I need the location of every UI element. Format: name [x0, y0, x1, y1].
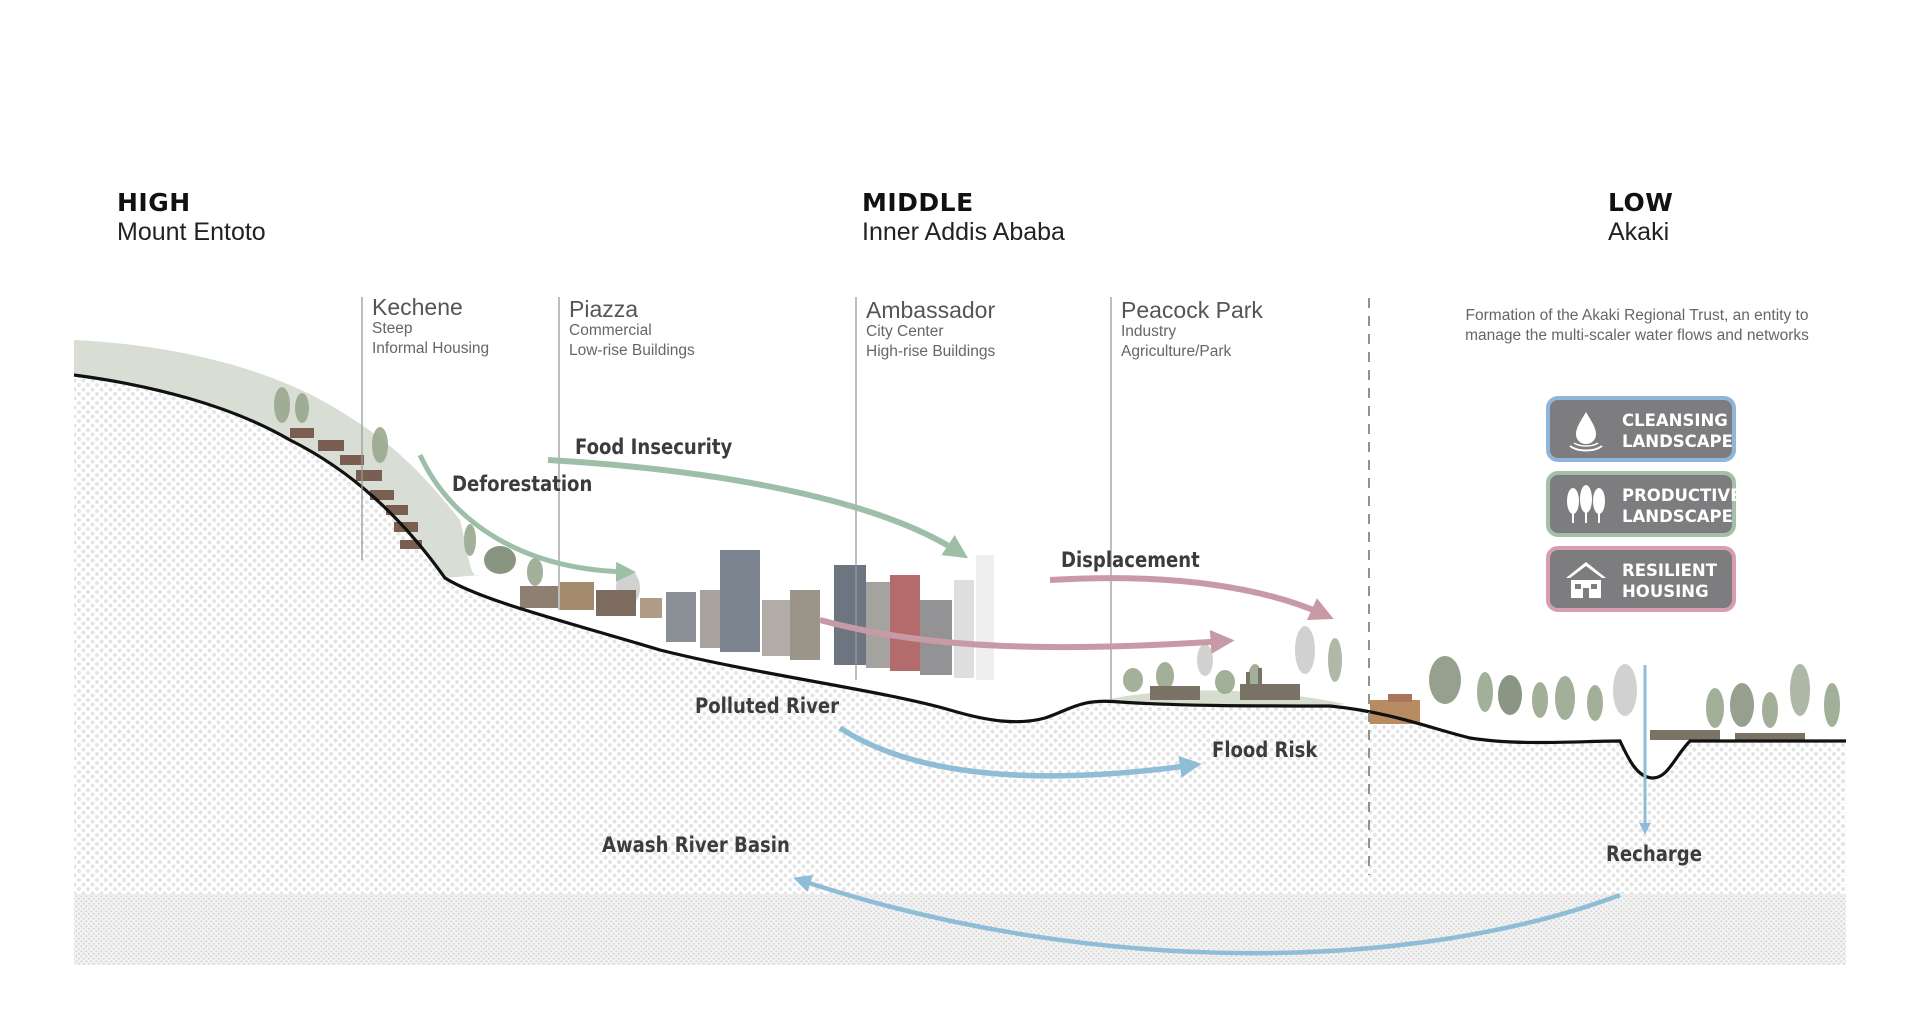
vegetation: [274, 387, 1840, 728]
site-ambassador-line-2: High-rise Buildings: [866, 343, 996, 360]
badge-productive-line-2: LANDSCAPE: [1622, 507, 1733, 526]
food-insecurity-arrow: [547, 457, 969, 559]
issue-food-insecurity-label: Food Insecurity: [575, 435, 733, 459]
ground-profile-line: [73, 373, 1846, 780]
issue-awash-basin-label: Awash River Basin: [602, 833, 790, 857]
site-piazza-name: Piazza: [569, 296, 639, 322]
deforestation-arrow: [417, 453, 636, 582]
badge-cleansing-line-1: CLEANSING: [1622, 411, 1728, 430]
aquifer-band: [74, 895, 1846, 965]
badge-productive-line-1: PRODUCTIVE: [1622, 486, 1742, 505]
site-piazza-line-1: Commercial: [569, 322, 652, 339]
low-rise-buildings: [520, 582, 662, 618]
regional-trust-text: Formation of the Akaki Regional Trust, a…: [1465, 307, 1809, 344]
zone-low-place: Akaki: [1608, 218, 1670, 246]
issue-deforestation-label: Deforestation: [452, 472, 593, 496]
badge-cleansing-landscape: CLEANSING LANDSCAPE: [1546, 396, 1736, 462]
badge-productive-landscape: PRODUCTIVE LANDSCAPE: [1546, 471, 1742, 537]
site-piazza-line-2: Low-rise Buildings: [569, 342, 695, 359]
trees-icon: [1567, 485, 1605, 523]
forest-slope-band: [74, 340, 480, 578]
badge-resilient-label: RESILIENT HOUSING: [1622, 560, 1734, 602]
informal-housing: [290, 428, 422, 549]
zone-middle-place: Inner Addis Ababa: [862, 218, 1065, 246]
site-kechene-name: Kechene: [372, 294, 463, 320]
site-peacock-park-name: Peacock Park: [1121, 297, 1263, 323]
zone-high-place: Mount Entoto: [117, 218, 266, 246]
issue-flood-risk-label: Flood Risk: [1212, 738, 1318, 762]
issue-displacement-label: Displacement: [1061, 548, 1200, 572]
flood-risk-arrow: [838, 725, 1202, 779]
badge-productive-label: PRODUCTIVE LANDSCAPE: [1622, 485, 1742, 527]
site-ambassador-name: Ambassador: [866, 297, 996, 323]
zone-high-title: HIGH: [117, 188, 191, 217]
zone-low-title: LOW: [1608, 188, 1674, 217]
site-peacock-park-line-2: Agriculture/Park: [1121, 343, 1232, 360]
site-kechene-line-1: Steep: [372, 320, 413, 337]
high-rise-city: [666, 550, 994, 680]
displacement-arrow-upper: [1049, 575, 1334, 620]
issue-recharge-label: Recharge: [1606, 842, 1702, 866]
ground-dotted-fill: [74, 375, 1846, 965]
badge-resilient-line-1: RESILIENT: [1622, 561, 1717, 580]
displacement-arrow-lower: [819, 617, 1235, 654]
house-icon: [1566, 562, 1606, 598]
basin-return-arrow: [793, 874, 1621, 956]
site-peacock-park-line-1: Industry: [1121, 323, 1177, 340]
badge-resilient-line-2: HOUSING: [1622, 582, 1709, 601]
badge-cleansing-line-2: LANDSCAPE: [1622, 432, 1733, 451]
issue-polluted-river-label: Polluted River: [695, 694, 840, 718]
site-kechene-line-2: Informal Housing: [372, 340, 490, 357]
zone-middle-title: MIDDLE: [862, 188, 974, 217]
badge-resilient-housing: RESILIENT HOUSING: [1546, 546, 1736, 612]
site-ambassador-line-1: City Center: [866, 323, 944, 340]
water-drop-icon: [1569, 412, 1603, 452]
badge-cleansing-label: CLEANSING LANDSCAPE: [1622, 410, 1734, 452]
